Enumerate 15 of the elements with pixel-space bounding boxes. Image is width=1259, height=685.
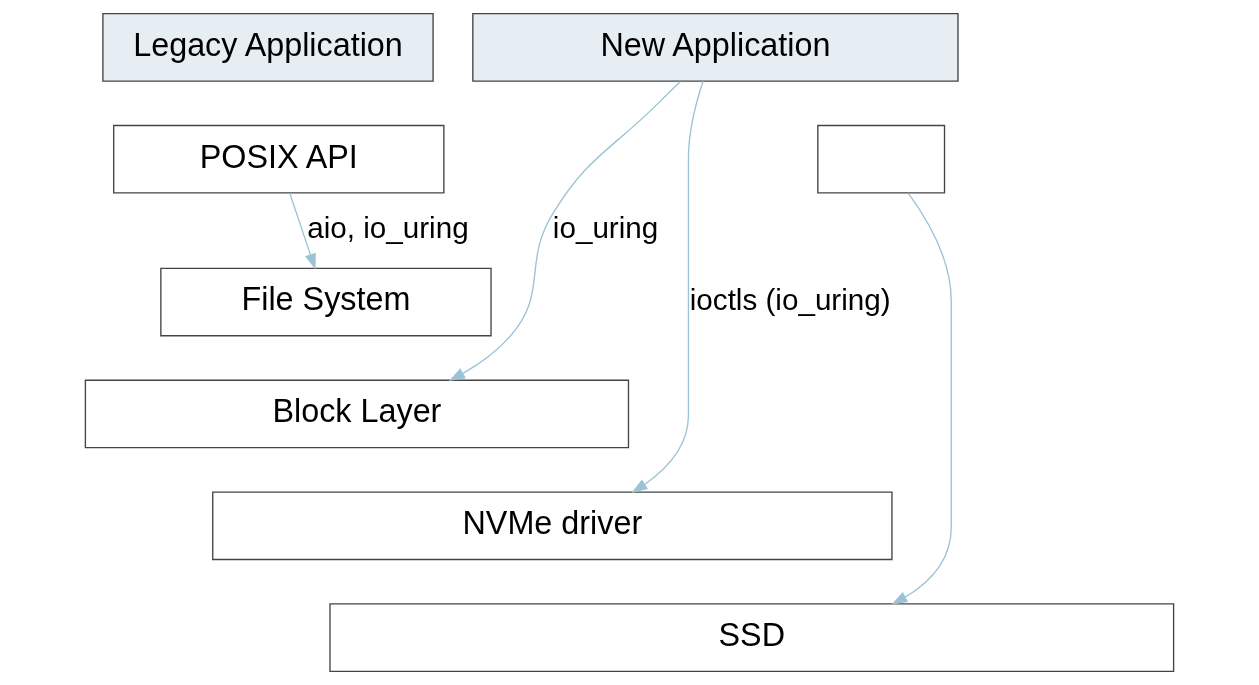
- node-box: Block Layer: [84, 379, 630, 449]
- node-box: POSIX API: [113, 124, 445, 194]
- edge-label: io_uring: [552, 211, 659, 245]
- node-box: File System: [160, 267, 492, 337]
- arrow: [891, 192, 952, 605]
- edge-label: aio, io_uring: [307, 211, 469, 245]
- node-box: [817, 124, 946, 194]
- node-box: NVMe driver: [212, 491, 893, 561]
- arrow: [631, 80, 704, 493]
- node-box: Legacy Application: [102, 13, 434, 82]
- arrow: [289, 192, 316, 270]
- arrow: [448, 80, 682, 382]
- edge-label: ioctls (io_uring): [689, 282, 891, 316]
- node-box: SSD: [329, 603, 1175, 672]
- node-box: New Application: [472, 13, 959, 82]
